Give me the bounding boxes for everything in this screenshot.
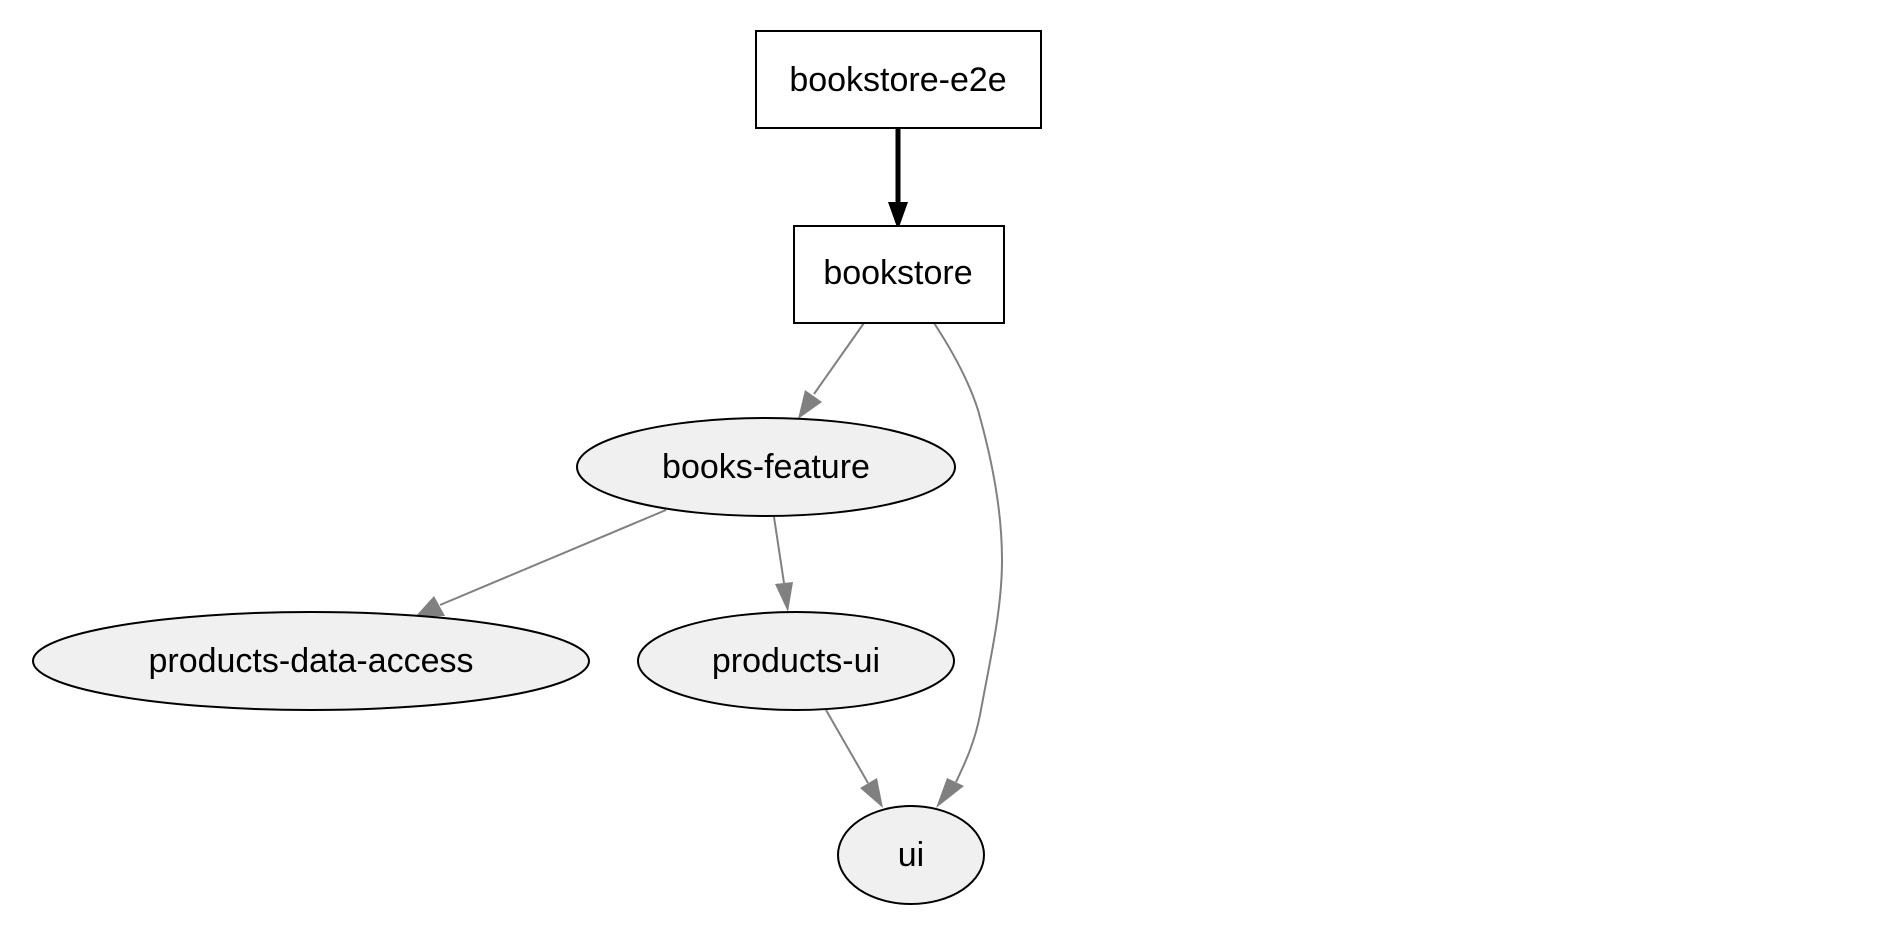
node-bookstore[interactable]: bookstore	[793, 225, 1005, 324]
node-label: products-ui	[712, 642, 880, 680]
edge-books-feature-to-products-ui[interactable]	[773, 516, 793, 612]
node-label: books-feature	[662, 448, 870, 486]
node-label: bookstore-e2e	[789, 61, 1006, 99]
node-ui[interactable]: ui	[837, 805, 985, 905]
edge-arrowhead	[775, 582, 793, 612]
edge-arrowhead	[415, 596, 445, 617]
node-ellipse	[576, 417, 956, 517]
node-products-ui[interactable]: products-ui	[637, 611, 955, 711]
edge-arrowhead	[936, 778, 964, 808]
node-label: ui	[898, 836, 924, 874]
edge-products-ui-to-ui[interactable]	[825, 709, 883, 808]
nodes: bookstore-e2e bookstore books-feature pr…	[32, 30, 1042, 905]
edge-books-feature-to-products-data-access[interactable]	[415, 509, 667, 617]
node-bookstore-e2e[interactable]: bookstore-e2e	[755, 30, 1042, 129]
edge-arrowhead	[888, 202, 908, 230]
node-books-feature[interactable]: books-feature	[576, 417, 956, 517]
edges	[415, 128, 1004, 808]
edge-bookstore-to-ui[interactable]	[933, 322, 1004, 808]
node-ellipse	[32, 611, 590, 711]
node-box	[755, 30, 1042, 129]
edge-arrowhead	[860, 778, 883, 808]
edge-bookstore-e2e-to-bookstore[interactable]	[888, 128, 908, 230]
node-products-data-access[interactable]: products-data-access	[32, 611, 590, 711]
node-ellipse	[837, 805, 985, 905]
node-label: bookstore	[823, 254, 972, 292]
edge-bookstore-to-books-feature[interactable]	[798, 322, 865, 419]
node-ellipse	[637, 611, 955, 711]
node-box	[793, 225, 1005, 324]
node-label: products-data-access	[148, 642, 473, 680]
edge-arrowhead	[798, 390, 822, 419]
